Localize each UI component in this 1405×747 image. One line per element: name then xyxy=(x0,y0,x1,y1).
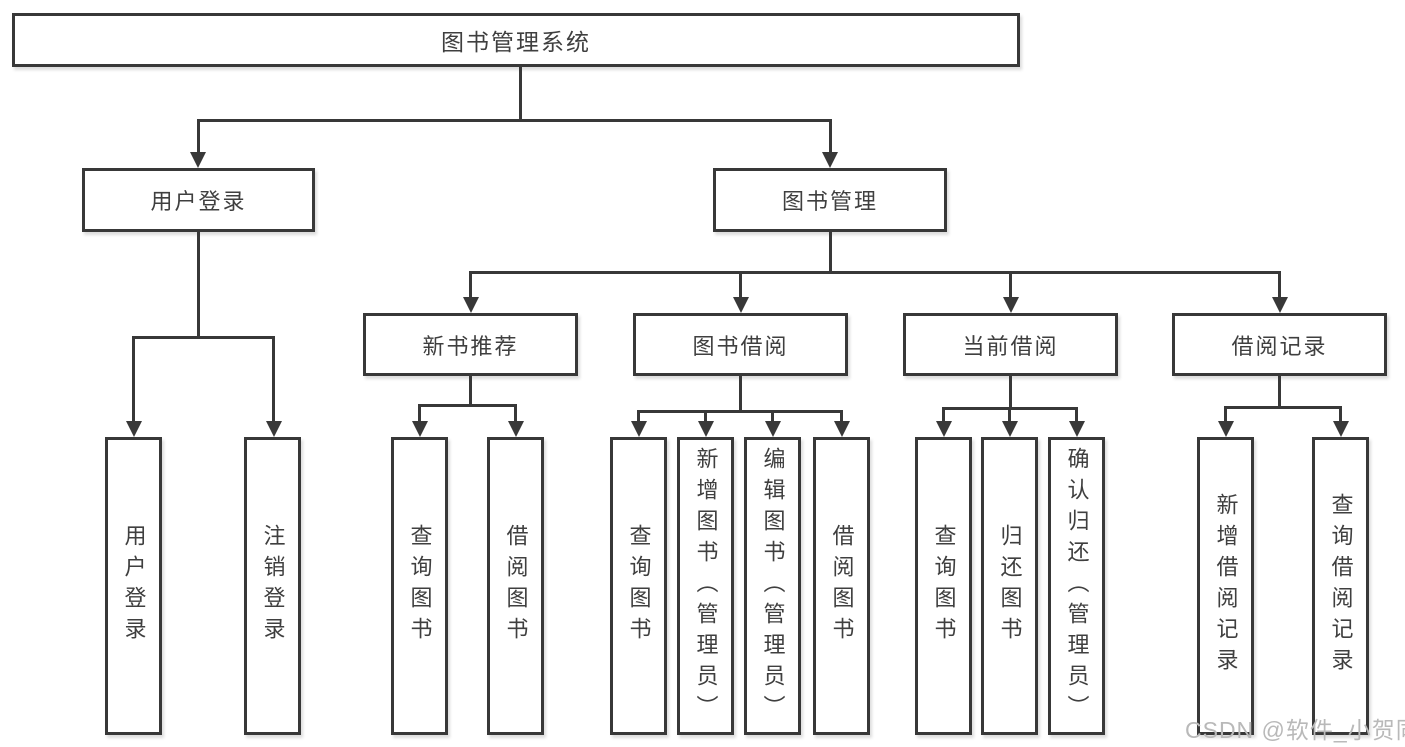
connector-vline xyxy=(418,404,421,422)
connector-vline xyxy=(1278,376,1281,406)
connector-vline xyxy=(829,232,832,271)
leaf-query-books-recommend: 查询图书 xyxy=(391,437,448,735)
leaf-query-books-current: 查询图书 xyxy=(915,437,972,735)
connector-vline xyxy=(1009,376,1012,407)
leaf-label: 查询图书 xyxy=(931,524,957,648)
arrow-down-icon xyxy=(126,421,142,437)
leaf-label: 用户登录 xyxy=(121,524,147,648)
arrow-down-icon xyxy=(834,421,850,437)
connector-hline xyxy=(469,271,1281,274)
connector-vline xyxy=(771,410,774,422)
watermark: CSDN @软件_小贺同学 xyxy=(1185,717,1405,743)
leaf-label: 确认归还（管理员） xyxy=(1064,446,1090,726)
leaf-label: 编辑图书（管理员） xyxy=(760,446,786,726)
leaf-label: 查询借阅记录 xyxy=(1328,493,1354,679)
node-library-management-system: 图书管理系统 xyxy=(12,13,1020,67)
arrow-down-icon xyxy=(1003,297,1019,313)
connector-vline xyxy=(1009,271,1012,298)
connector-vline xyxy=(1075,407,1078,422)
node-new-book-recommend: 新书推荐 xyxy=(363,313,578,376)
connector-vline xyxy=(132,336,135,422)
leaf-label: 查询图书 xyxy=(626,524,652,648)
connector-vline xyxy=(1008,407,1011,422)
connector-vline xyxy=(272,336,275,422)
leaf-borrow-books: 借阅图书 xyxy=(813,437,870,735)
arrow-down-icon xyxy=(698,421,714,437)
arrow-down-icon xyxy=(1272,297,1288,313)
arrow-down-icon xyxy=(412,421,428,437)
arrow-down-icon xyxy=(765,421,781,437)
leaf-label: 查询图书 xyxy=(407,524,433,648)
arrow-down-icon xyxy=(733,297,749,313)
connector-vline xyxy=(469,376,472,404)
connector-vline xyxy=(197,119,200,153)
arrow-down-icon xyxy=(1218,421,1234,437)
node-book-management: 图书管理 xyxy=(713,168,947,232)
node-user-login: 用户登录 xyxy=(82,168,315,232)
connector-hline xyxy=(418,404,517,407)
node-label: 图书借阅 xyxy=(692,333,789,359)
leaf-label: 注销登录 xyxy=(260,524,286,648)
node-label: 借阅记录 xyxy=(1231,333,1328,359)
connector-vline xyxy=(1278,271,1281,298)
connector-vline xyxy=(840,410,843,422)
connector-vline xyxy=(1224,406,1227,422)
arrow-down-icon xyxy=(1002,421,1018,437)
leaf-confirm-return-admin: 确认归还（管理员） xyxy=(1048,437,1105,735)
node-label: 图书管理系统 xyxy=(441,29,591,55)
leaf-query-books-borrowing: 查询图书 xyxy=(610,437,667,735)
connector-vline xyxy=(519,67,522,120)
arrow-down-icon xyxy=(936,421,952,437)
arrow-down-icon xyxy=(463,297,479,313)
arrow-down-icon xyxy=(1333,421,1349,437)
arrow-down-icon xyxy=(266,421,282,437)
arrow-down-icon xyxy=(190,152,206,168)
connector-vline xyxy=(739,376,742,410)
leaf-logout: 注销登录 xyxy=(244,437,301,735)
leaf-user-login: 用户登录 xyxy=(105,437,162,735)
node-label: 图书管理 xyxy=(781,189,878,214)
leaf-label: 归还图书 xyxy=(997,524,1023,648)
node-label: 新书推荐 xyxy=(422,333,519,359)
leaf-label: 新增图书（管理员） xyxy=(693,446,719,726)
node-label: 用户登录 xyxy=(150,189,247,214)
node-borrowing-records: 借阅记录 xyxy=(1172,313,1387,376)
connector-hline xyxy=(197,119,832,122)
connector-hline xyxy=(132,336,275,339)
node-label: 当前借阅 xyxy=(962,333,1059,359)
node-book-borrowing: 图书借阅 xyxy=(633,313,848,376)
leaf-label: 新增借阅记录 xyxy=(1213,493,1239,679)
connector-vline xyxy=(1339,406,1342,422)
connector-vline xyxy=(637,410,640,422)
arrow-down-icon xyxy=(631,421,647,437)
leaf-label: 借阅图书 xyxy=(503,524,529,648)
connector-vline xyxy=(739,271,742,298)
connector-vline xyxy=(942,407,945,422)
arrow-down-icon xyxy=(508,421,524,437)
leaf-query-borrow-record: 查询借阅记录 xyxy=(1312,437,1369,735)
connector-vline xyxy=(197,232,200,336)
connector-hline xyxy=(637,410,843,413)
leaf-edit-books-admin: 编辑图书（管理员） xyxy=(744,437,801,735)
connector-vline xyxy=(829,119,832,153)
leaf-add-borrow-record: 新增借阅记录 xyxy=(1197,437,1254,735)
leaf-label: 借阅图书 xyxy=(829,524,855,648)
connector-vline xyxy=(469,271,472,298)
connector-vline xyxy=(704,410,707,422)
node-current-borrowing: 当前借阅 xyxy=(903,313,1118,376)
connector-vline xyxy=(514,404,517,422)
arrow-down-icon xyxy=(822,152,838,168)
leaf-borrow-books-recommend: 借阅图书 xyxy=(487,437,544,735)
connector-hline xyxy=(1224,406,1342,409)
leaf-add-books-admin: 新增图书（管理员） xyxy=(677,437,734,735)
arrow-down-icon xyxy=(1069,421,1085,437)
leaf-return-books: 归还图书 xyxy=(981,437,1038,735)
